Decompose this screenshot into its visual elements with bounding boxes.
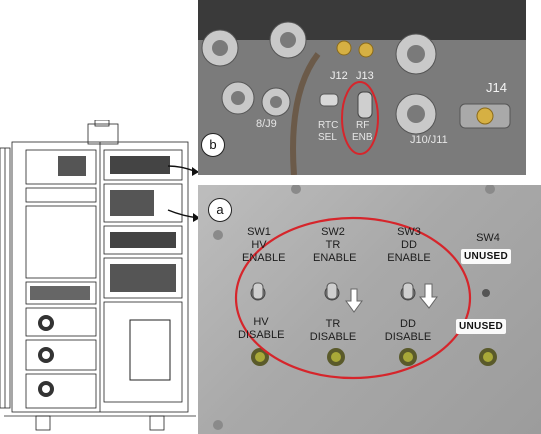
sw1-bottom-function: HV [253,316,269,328]
sw1-function: HV [251,239,267,251]
label-rf: RF [356,120,370,131]
sw1-top-label: SW1 HV ENABLE [242,226,286,265]
callout-a: a [208,198,232,222]
sw3-disable: DISABLE [384,331,432,343]
label-j12: J12 [330,70,348,82]
sw2-top-label: SW2 TR ENABLE [313,226,357,265]
sw4-id: SW4 [476,232,500,244]
sw1-disable: DISABLE [238,329,285,341]
sw1-id: SW1 [247,226,271,238]
connector-panel-graphic [198,0,526,175]
sw3-bottom-function: DD [400,318,416,330]
sw3-top-label: SW3 DD ENABLE [387,226,431,265]
label-j14: J14 [486,80,507,95]
switch-panel-photo: SW1 HV ENABLE HV DISABLE SW2 TR ENABLE T… [198,185,541,434]
label-j9: 8/J9 [256,118,277,130]
sw3-id: SW3 [397,226,421,238]
sw4-unused-bottom-tag: UNUSED [456,319,507,334]
label-rtc: RTC [318,120,339,131]
sw3-function: DD [401,239,417,251]
switch-panel-graphic [213,185,497,430]
label-j10-j11: J10/J11 [410,134,448,146]
sw2-disable: DISABLE [309,331,357,343]
sw2-enable: ENABLE [313,252,357,264]
sw1-enable: ENABLE [242,252,286,264]
sw4-top-label: SW4 [468,232,508,245]
sw2-function: TR [325,239,341,251]
equipment-cabinet-drawing [0,120,200,431]
sw3-bottom-label: DD DISABLE [382,318,434,344]
label-enb: ENB [352,132,373,143]
label-sel: SEL [318,132,337,143]
sw4-unused-top-tag: UNUSED [461,249,512,264]
sw1-bottom-label: HV DISABLE [238,316,284,342]
label-j13: J13 [356,70,374,82]
sw2-id: SW2 [321,226,345,238]
connector-panel-photo: J12 J13 J14 8/J9 J10/J11 RTC SEL RF ENB [198,0,526,175]
sw3-enable: ENABLE [387,252,431,264]
sw2-bottom-label: TR DISABLE [308,318,358,344]
sw2-bottom-function: TR [325,318,341,330]
callout-b: b [201,133,225,157]
